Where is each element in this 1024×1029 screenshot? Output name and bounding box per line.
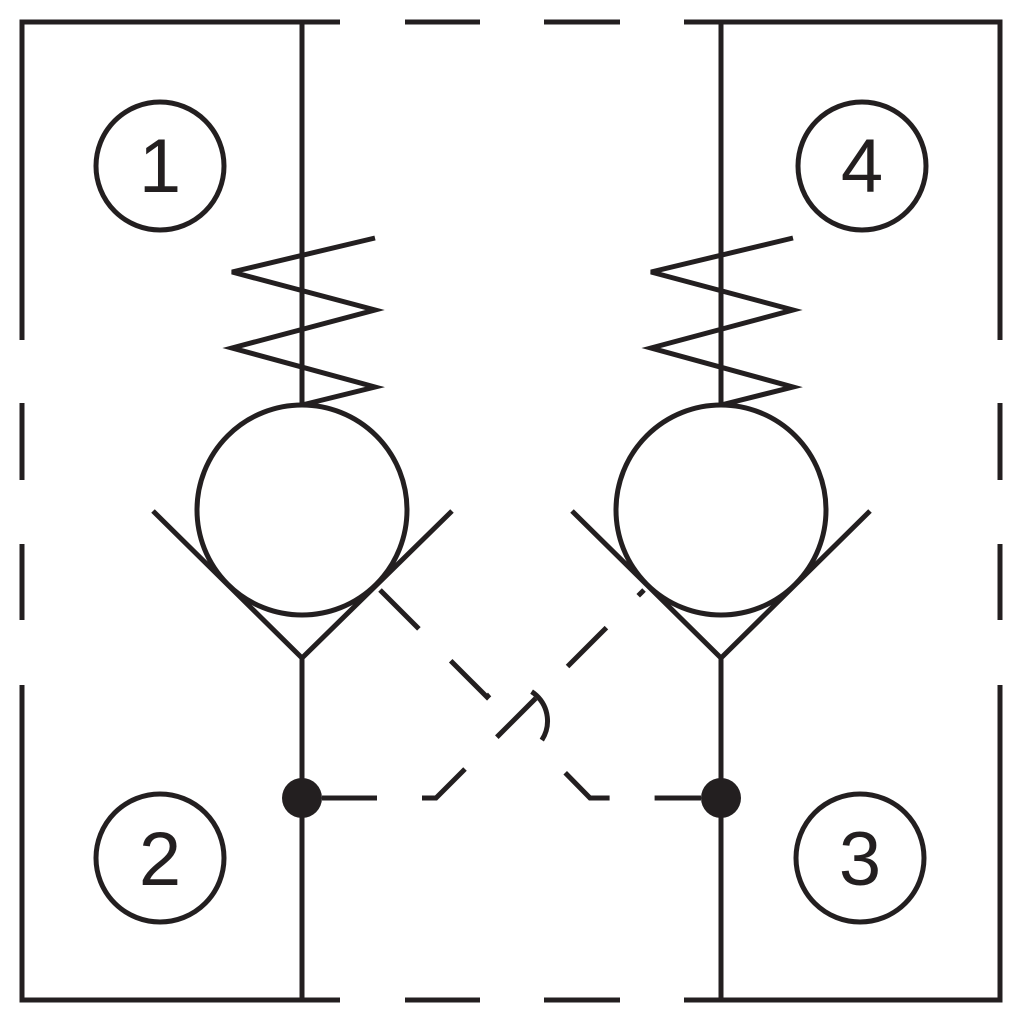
right-junction-dot xyxy=(701,778,741,818)
pilot-line-right-to-left xyxy=(378,588,701,801)
left-check-valve xyxy=(151,22,454,1000)
port-2-label: 2 xyxy=(93,791,227,925)
port-1-number: 1 xyxy=(139,124,181,209)
port-3-label: 3 xyxy=(793,791,927,925)
right-block-top-edge xyxy=(684,19,1003,340)
left-check-ball xyxy=(194,402,410,618)
envelope-solid-lines xyxy=(19,19,1003,1003)
port-labels: 1 2 3 4 xyxy=(93,99,929,925)
port-2-number: 2 xyxy=(139,817,181,902)
envelope-dashed-lines xyxy=(19,19,1003,1003)
right-block-bottom-edge xyxy=(684,685,1003,1003)
port-4-label: 4 xyxy=(795,99,929,233)
right-check-ball xyxy=(613,402,829,618)
port-4-circle xyxy=(795,99,929,233)
port-2-circle xyxy=(93,791,227,925)
left-junction-dot xyxy=(282,778,322,818)
left-block-bottom-edge xyxy=(19,685,340,1003)
port-3-number: 3 xyxy=(839,817,881,902)
port-3-circle xyxy=(793,791,927,925)
right-check-valve xyxy=(570,22,872,1000)
port-4-number: 4 xyxy=(841,124,883,209)
right-spring xyxy=(641,235,803,408)
left-block-top-edge xyxy=(19,19,340,340)
pilot-line-left-to-right xyxy=(322,588,646,801)
pilot-lines xyxy=(322,588,701,801)
left-spring xyxy=(222,235,385,408)
port-1-circle xyxy=(93,99,227,233)
port-1-label: 1 xyxy=(93,99,227,233)
